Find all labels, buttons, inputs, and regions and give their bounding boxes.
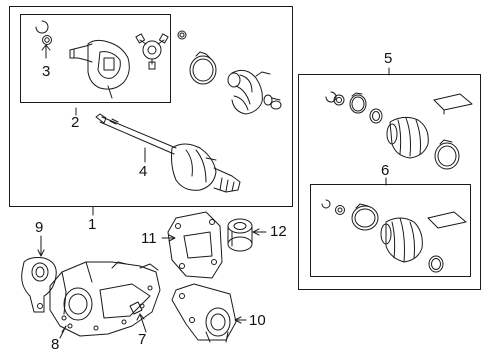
kit5-grease-pack <box>433 93 473 115</box>
callout-3: 3 <box>42 63 51 80</box>
drive-shaft <box>95 113 241 193</box>
mount-bracket-part-9 <box>21 235 57 313</box>
callout-9: 9 <box>35 219 44 236</box>
callout-8: 8 <box>51 336 60 353</box>
mount-bracket-part-10 <box>171 283 237 343</box>
boot-clamp-large <box>189 51 217 85</box>
callout-5: 5 <box>384 50 393 67</box>
kit5-clamp-b <box>369 108 383 124</box>
leader-11-arrow <box>168 234 176 242</box>
kit5-boot <box>386 116 429 159</box>
callout-10: 10 <box>249 312 266 329</box>
kit6-grease-pack <box>427 211 467 229</box>
kit6-snap-ring <box>321 199 345 215</box>
cover-plate-part-11 <box>167 211 223 279</box>
callout-6: 6 <box>381 162 390 179</box>
kit5-snap-ring <box>325 91 345 106</box>
callout-7: 7 <box>138 331 147 348</box>
clip-ring <box>177 30 187 40</box>
inner-joint-panel-frame <box>20 14 171 103</box>
callout-2: 2 <box>71 114 80 131</box>
kit5-clamp-c <box>434 139 460 170</box>
callout-12: 12 <box>270 223 287 240</box>
boot-clamp-small <box>263 94 282 110</box>
kit6-clamp-b <box>428 255 444 273</box>
callout-4: 4 <box>139 163 148 180</box>
kit6-boot <box>380 217 423 263</box>
snap-ring-part-3 <box>35 20 52 59</box>
inner-boot <box>227 69 271 115</box>
bushing-part-12 <box>227 218 253 252</box>
boot-kit-panel-frame <box>298 74 481 290</box>
kit6-clamp-a <box>351 203 379 231</box>
tripod-spider <box>135 33 169 70</box>
plug-part-7 <box>129 301 147 333</box>
leader-12-arrow <box>252 228 260 236</box>
inner-joint-housing <box>69 39 130 99</box>
kit5-clamp-a <box>349 92 367 114</box>
leader-8-arrow <box>61 325 67 333</box>
axle-panel-frame <box>9 6 293 207</box>
callout-11: 11 <box>141 230 157 247</box>
callout-1: 1 <box>88 216 97 233</box>
leader-10-arrow <box>234 316 242 324</box>
inner-boot-kit-panel-frame <box>310 184 471 277</box>
